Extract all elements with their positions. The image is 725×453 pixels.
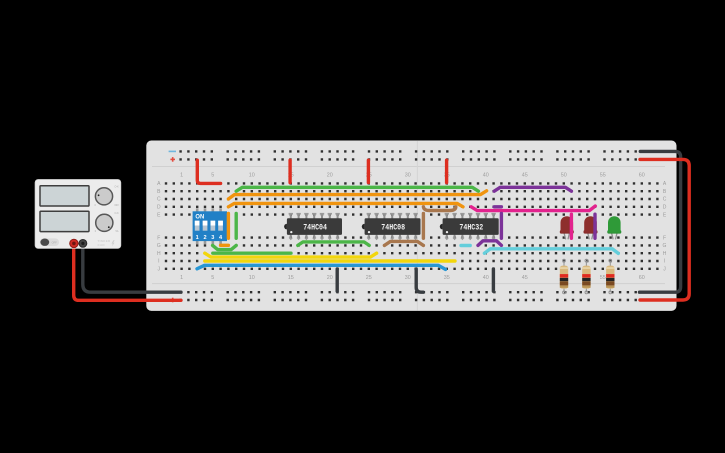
svg-text:0: 0 [95, 230, 97, 233]
svg-text:H: H [663, 251, 667, 257]
svg-text:D: D [663, 205, 667, 211]
svg-text:CAD: CAD [98, 243, 106, 247]
svg-text:OFF: OFF [52, 241, 58, 245]
svg-text:5: 5 [211, 275, 214, 281]
svg-text:J: J [158, 267, 161, 273]
svg-text:TINKER: TINKER [98, 239, 111, 243]
svg-text:50: 50 [561, 173, 567, 179]
svg-text:60: 60 [639, 173, 645, 179]
svg-text:O-K: O-K [115, 186, 120, 189]
svg-text:45: 45 [522, 275, 528, 281]
svg-text:15: 15 [288, 275, 294, 281]
svg-text:20: 20 [327, 173, 333, 179]
svg-text:20: 20 [327, 275, 333, 281]
svg-text:I: I [664, 259, 665, 265]
svg-text:B: B [157, 189, 161, 195]
svg-text:4: 4 [219, 235, 223, 241]
svg-text:I: I [158, 259, 159, 265]
svg-text:1: 1 [180, 275, 183, 281]
svg-text:74HC08: 74HC08 [381, 224, 405, 233]
svg-text:F: F [663, 235, 666, 241]
svg-text:F: F [157, 235, 160, 241]
svg-text:55: 55 [600, 173, 606, 179]
svg-text:40: 40 [483, 275, 489, 281]
svg-text:55: 55 [600, 275, 606, 281]
svg-text:30: 30 [405, 173, 411, 179]
svg-text:60V: 60V [115, 204, 120, 207]
svg-text:B: B [663, 189, 667, 195]
svg-text:ON: ON [195, 214, 204, 221]
svg-text:H: H [157, 251, 161, 257]
svg-text:5: 5 [211, 173, 214, 179]
svg-text:E: E [663, 212, 667, 218]
svg-text:1: 1 [196, 235, 199, 241]
svg-text:60: 60 [639, 275, 645, 281]
svg-text:74HC04: 74HC04 [303, 224, 327, 233]
svg-text:O-K: O-K [115, 212, 120, 215]
svg-text:1: 1 [180, 173, 183, 179]
svg-text:3: 3 [211, 235, 214, 241]
svg-text:30: 30 [405, 275, 411, 281]
svg-text:G: G [157, 243, 161, 249]
svg-text:A: A [157, 181, 161, 187]
svg-text:E: E [157, 212, 161, 218]
svg-text:C: C [663, 197, 667, 203]
svg-text:10: 10 [249, 275, 255, 281]
svg-text:5A: 5A [116, 230, 119, 233]
svg-text:10: 10 [249, 173, 255, 179]
svg-text:45: 45 [522, 173, 528, 179]
svg-text:2: 2 [203, 235, 206, 241]
svg-text:35: 35 [444, 275, 450, 281]
svg-text:C: C [157, 197, 161, 203]
svg-text:J: J [663, 267, 666, 273]
svg-text:G: G [663, 243, 667, 249]
svg-text:74HC32: 74HC32 [459, 224, 483, 233]
svg-text:0: 0 [95, 204, 97, 207]
svg-text:25: 25 [366, 275, 372, 281]
svg-text:40: 40 [483, 173, 489, 179]
svg-text:D: D [157, 205, 161, 211]
svg-text:A: A [663, 181, 667, 187]
